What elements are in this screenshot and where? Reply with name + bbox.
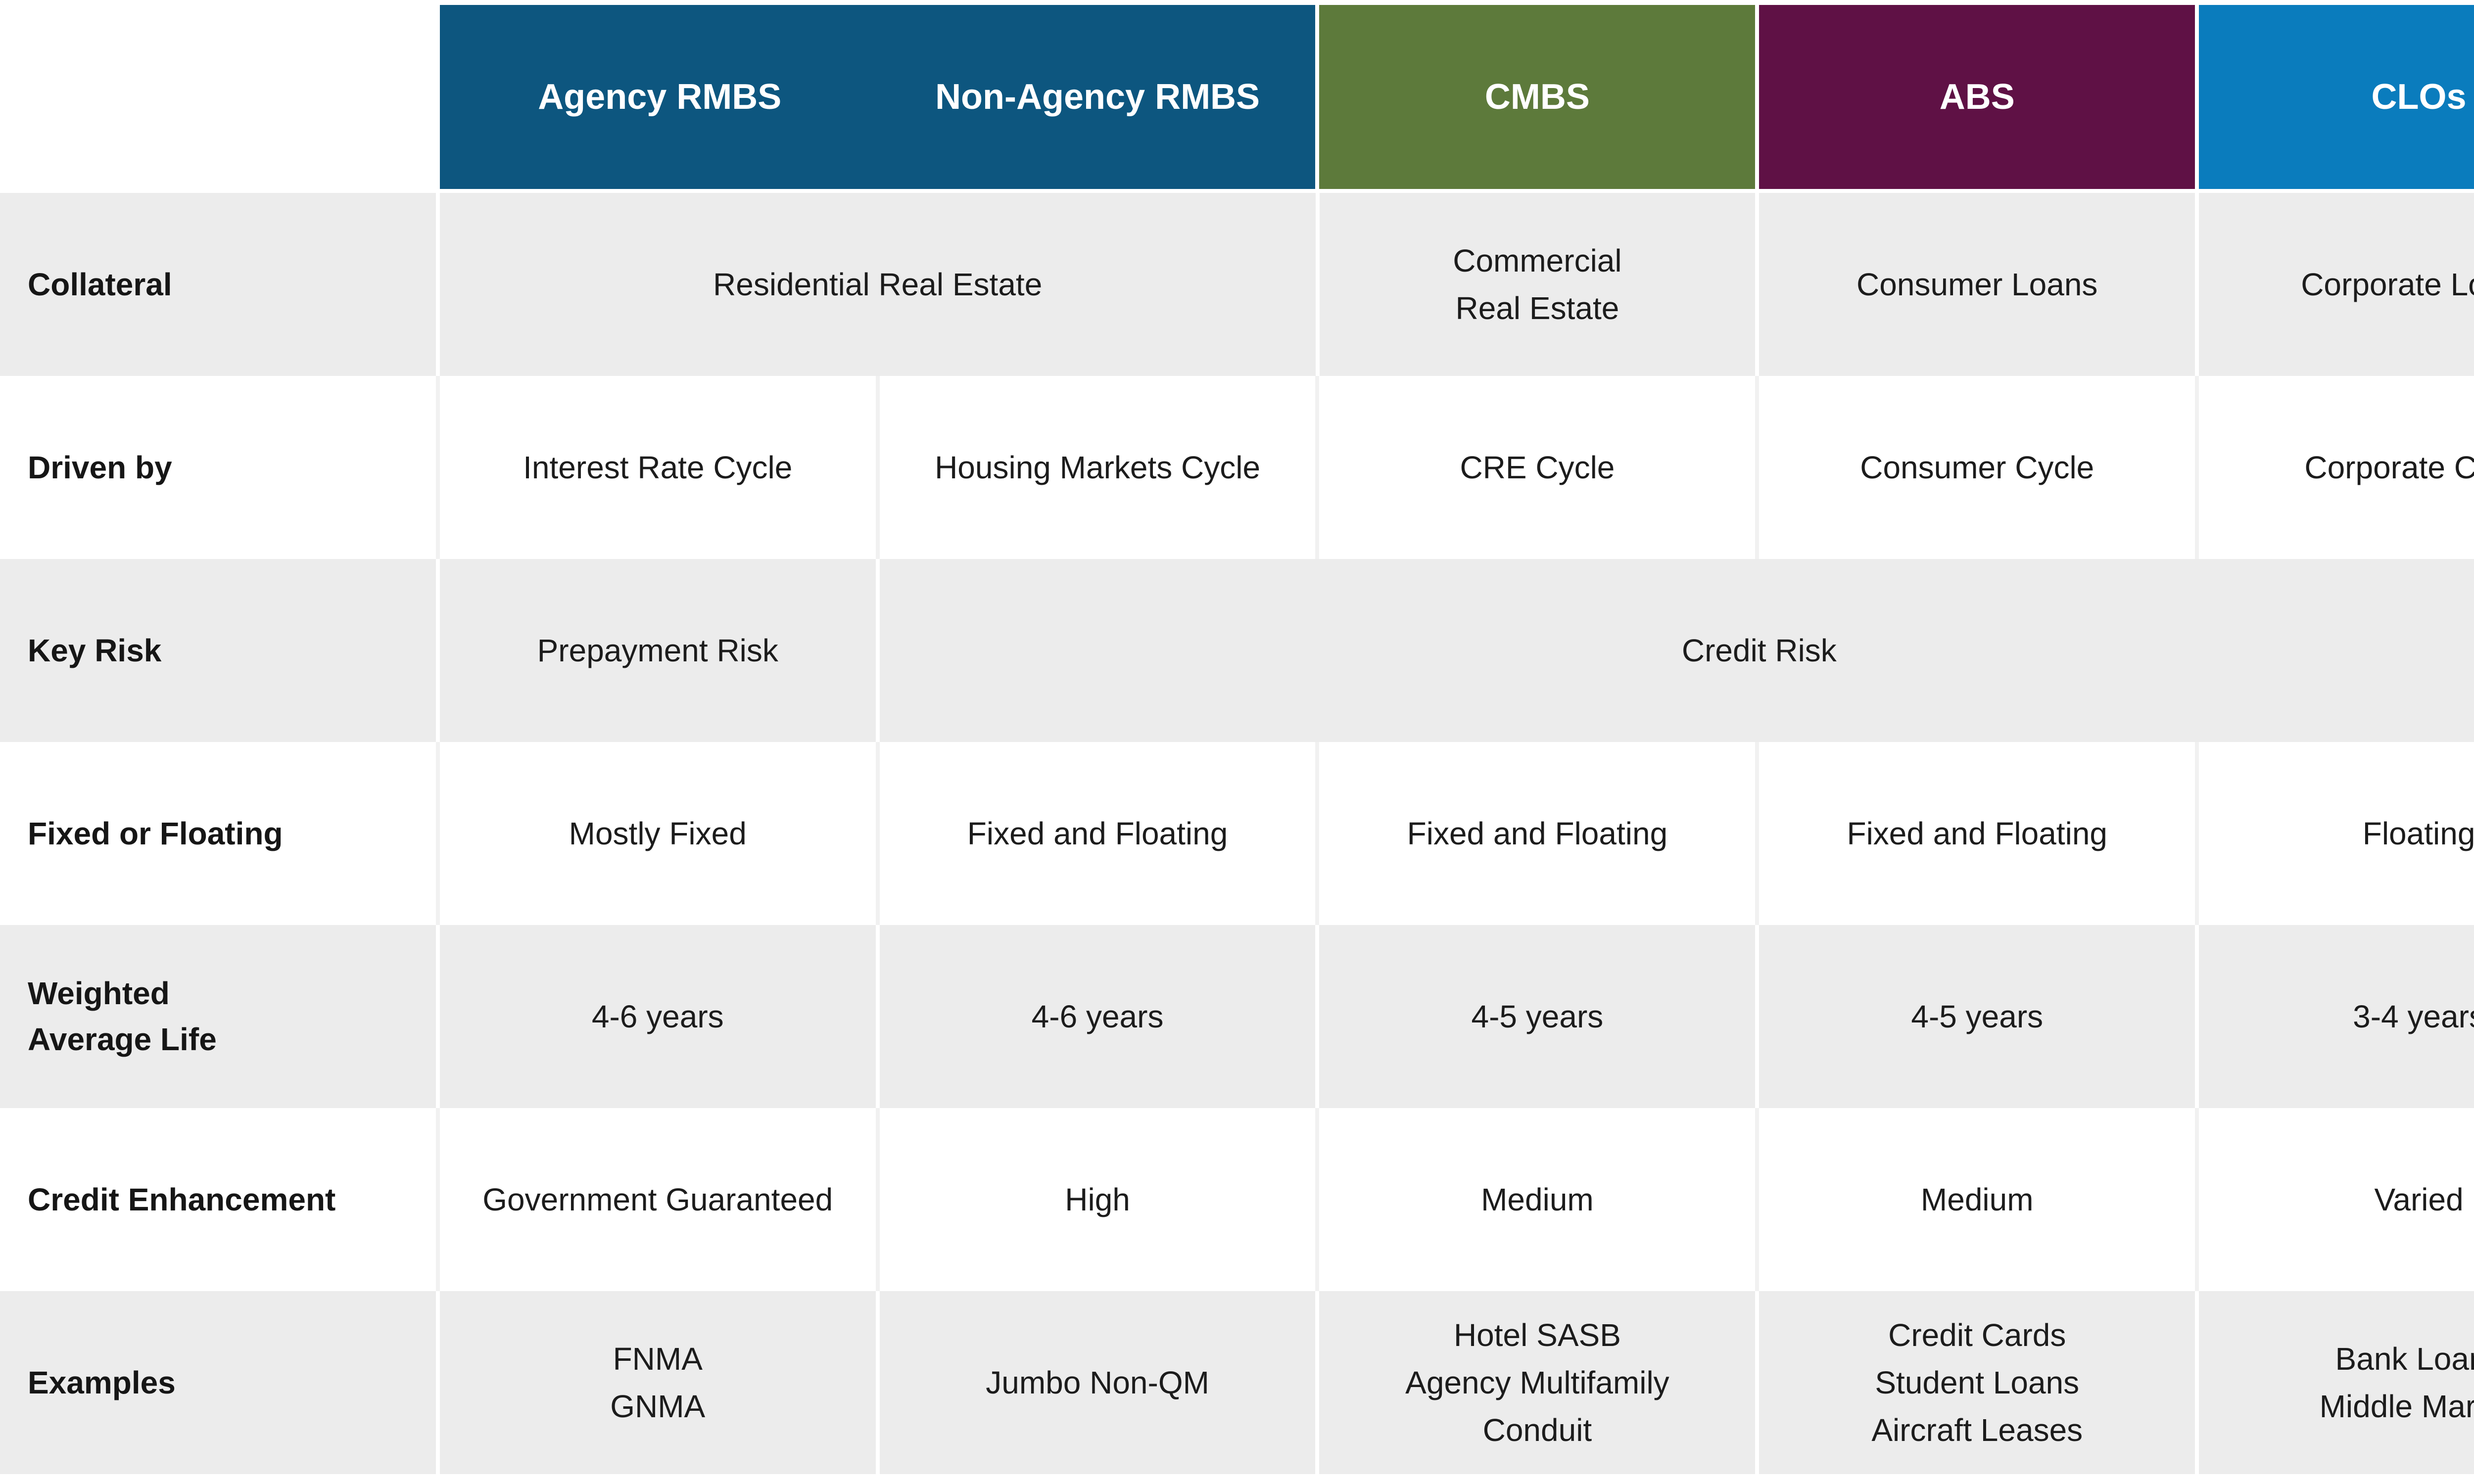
row-label-collateral: Collateral xyxy=(0,193,440,376)
column-header-non-agency-rmbs: Non-Agency RMBS xyxy=(879,5,1320,189)
table-row-key-risk: Key Risk Prepayment Risk Credit Risk xyxy=(0,559,2474,742)
column-header-cmbs: CMBS xyxy=(1319,5,1760,189)
cell-collateral-abs: Consumer Loans xyxy=(1759,193,2199,376)
column-header-agency-rmbs: Agency RMBS xyxy=(439,5,880,189)
row-label-examples: Examples xyxy=(0,1291,440,1474)
header-divider xyxy=(0,189,2474,193)
cell-fixed-or-floating-abs: Fixed and Floating xyxy=(1759,742,2199,925)
cell-credit-enhancement-abs: Medium xyxy=(1759,1108,2199,1291)
column-header-abs-label: ABS xyxy=(1939,77,2015,117)
cell-weighted-average-life-non-agency-rmbs: 4-6 years xyxy=(879,925,1320,1108)
cell-fixed-or-floating-non-agency-rmbs: Fixed and Floating xyxy=(879,742,1320,925)
table-row-weighted-average-life: Weighted Average Life 4-6 years 4-6 year… xyxy=(0,925,2474,1108)
column-header-cmbs-label: CMBS xyxy=(1484,77,1590,117)
cell-collateral-clos: Corporate Loans xyxy=(2199,193,2474,376)
row-label-weighted-average-life: Weighted Average Life xyxy=(0,925,440,1108)
cell-fixed-or-floating-cmbs: Fixed and Floating xyxy=(1319,742,1760,925)
column-header-clos: CLOs xyxy=(2199,5,2474,189)
cell-weighted-average-life-agency-rmbs: 4-6 years xyxy=(439,925,880,1108)
header-row: Agency RMBS Non-Agency RMBS CMBS ABS CLO… xyxy=(0,5,2474,189)
corner-cell xyxy=(0,5,440,189)
column-header-clos-label: CLOs xyxy=(2371,77,2467,117)
cell-examples-abs: Credit Cards Student Loans Aircraft Leas… xyxy=(1759,1291,2199,1474)
row-label-driven-by: Driven by xyxy=(0,376,440,559)
cell-key-risk-credit-merged: Credit Risk xyxy=(879,559,2474,742)
cell-driven-by-abs: Consumer Cycle xyxy=(1759,376,2199,559)
cell-examples-non-agency-rmbs: Jumbo Non-QM xyxy=(879,1291,1320,1474)
cell-weighted-average-life-abs: 4-5 years xyxy=(1759,925,2199,1108)
table-row-examples: Examples FNMA GNMA Jumbo Non-QM Hotel SA… xyxy=(0,1291,2474,1474)
cell-credit-enhancement-non-agency-rmbs: High xyxy=(879,1108,1320,1291)
cell-examples-clos: Bank Loans Middle Market xyxy=(2199,1291,2474,1474)
cell-driven-by-non-agency-rmbs: Housing Markets Cycle xyxy=(879,376,1320,559)
cell-weighted-average-life-cmbs: 4-5 years xyxy=(1319,925,1760,1108)
cell-driven-by-cmbs: CRE Cycle xyxy=(1319,376,1760,559)
cell-weighted-average-life-clos: 3-4 years xyxy=(2199,925,2474,1108)
cell-key-risk-agency-rmbs: Prepayment Risk xyxy=(439,559,880,742)
cell-fixed-or-floating-clos: Floating xyxy=(2199,742,2474,925)
column-header-abs: ABS xyxy=(1759,5,2199,189)
row-label-credit-enhancement: Credit Enhancement xyxy=(0,1108,440,1291)
cell-driven-by-agency-rmbs: Interest Rate Cycle xyxy=(439,376,880,559)
cell-collateral-residential-merged: Residential Real Estate xyxy=(439,193,1320,376)
cell-credit-enhancement-clos: Varied xyxy=(2199,1108,2474,1291)
row-label-key-risk: Key Risk xyxy=(0,559,440,742)
cell-credit-enhancement-agency-rmbs: Government Guaranteed xyxy=(439,1108,880,1291)
column-header-agency-rmbs-label: Agency RMBS xyxy=(538,77,782,117)
table-row-credit-enhancement: Credit Enhancement Government Guaranteed… xyxy=(0,1108,2474,1291)
cell-fixed-or-floating-agency-rmbs: Mostly Fixed xyxy=(439,742,880,925)
table-row-driven-by: Driven by Interest Rate Cycle Housing Ma… xyxy=(0,376,2474,559)
cell-driven-by-clos: Corporate Cycle xyxy=(2199,376,2474,559)
table-row-collateral: Collateral Residential Real Estate Comme… xyxy=(0,193,2474,376)
cell-collateral-cmbs: Commercial Real Estate xyxy=(1319,193,1760,376)
cell-examples-agency-rmbs: FNMA GNMA xyxy=(439,1291,880,1474)
cell-credit-enhancement-cmbs: Medium xyxy=(1319,1108,1760,1291)
column-header-non-agency-rmbs-label: Non-Agency RMBS xyxy=(935,77,1260,117)
cell-examples-cmbs: Hotel SASB Agency Multifamily Conduit xyxy=(1319,1291,1760,1474)
row-label-fixed-or-floating: Fixed or Floating xyxy=(0,742,440,925)
table-row-fixed-or-floating: Fixed or Floating Mostly Fixed Fixed and… xyxy=(0,742,2474,925)
